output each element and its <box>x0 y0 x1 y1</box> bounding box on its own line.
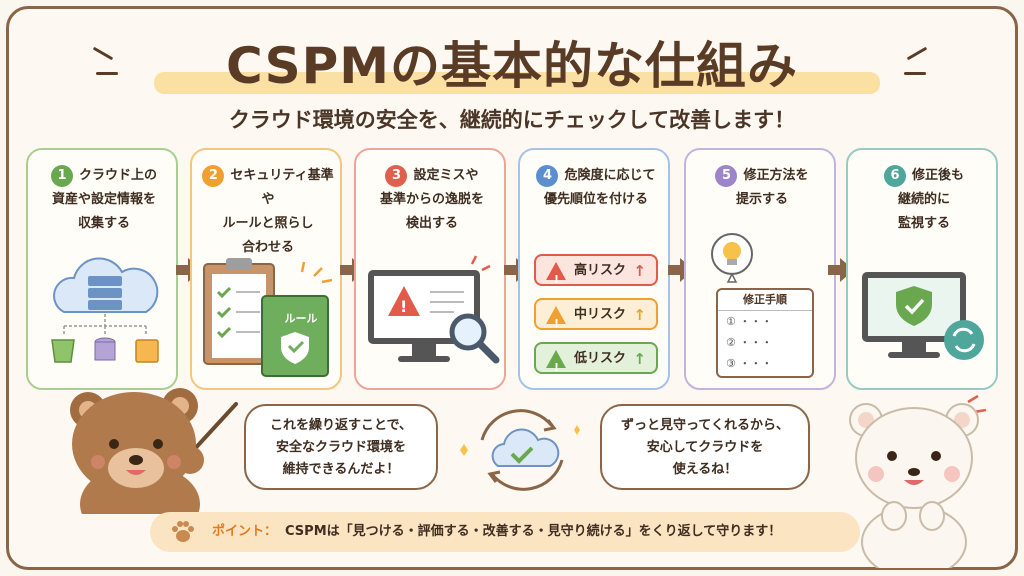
step-heading: 4 危険度に応じて 優先順位を付ける <box>526 164 666 212</box>
step-text: 監視する <box>897 216 950 231</box>
step-text: 継続的に <box>897 192 950 207</box>
step-number-badge: 6 <box>883 165 906 187</box>
paw-icon <box>172 521 194 542</box>
title-highlight <box>154 72 880 94</box>
bubble-text: 安心してクラウドを <box>646 440 764 455</box>
document-title: 修正手順 <box>718 290 812 311</box>
step-text: 優先順位を付ける <box>543 192 648 207</box>
speech-bubble-right: ずっと見守ってくれるから、 安心してクラウドを 使えるね！ <box>600 404 810 490</box>
document-list: ① ・・・ ② ・・・ ③ ・・・ <box>718 311 812 374</box>
bubble-text: 維持できるんだよ！ <box>282 462 400 477</box>
list-item: ① ・・・ <box>726 315 773 328</box>
sparkle-mark <box>96 72 118 75</box>
step-text: 提示する <box>735 192 788 207</box>
sparkle-mark <box>904 72 926 75</box>
svg-text:!: ! <box>400 297 407 316</box>
white-bear-icon <box>849 394 987 568</box>
step-text: 危険度に応じて <box>564 168 656 183</box>
step-heading: 1 クラウド上の 資産や設定情報を 収集する <box>34 164 174 236</box>
step-text: 修正後も <box>911 168 964 183</box>
warning-icon <box>546 350 566 383</box>
step-heading: 6 修正後も 継続的に 監視する <box>854 164 994 236</box>
cloud-server-icon <box>51 257 159 363</box>
monitor-shield-refresh-icon <box>862 272 984 360</box>
step-text: 収集する <box>77 216 130 231</box>
risk-label: 低リスク <box>574 351 627 366</box>
arrow-up-icon: ↑ <box>633 262 646 280</box>
speech-bubble-left: これを繰り返すことで、 安全なクラウド環境を 維持できるんだよ！ <box>244 404 438 490</box>
brown-bear-pointing-icon <box>70 388 238 514</box>
arrow-up-icon: ↑ <box>633 306 646 324</box>
bubble-text: ずっと見守ってくれるから、 <box>621 418 789 433</box>
cloud-cycle-icon <box>460 409 580 491</box>
step-card-6: 6 修正後も 継続的に 監視する <box>846 148 998 390</box>
warning-icon <box>546 262 566 295</box>
point-label: ポイント： <box>212 524 278 539</box>
step-text: 設定ミスや <box>413 168 479 183</box>
risk-label: 中リスク <box>574 307 627 322</box>
monitor-alert-magnifier-icon: ! <box>368 255 500 364</box>
arrow-up-icon: ↑ <box>633 350 646 368</box>
warning-icon <box>546 306 566 339</box>
rule-book-label: ルール <box>284 312 318 325</box>
step-text: セキュリティ基準や <box>230 168 334 207</box>
page-subtitle: クラウド環境の安全を、継続的にチェックして改善します！ <box>228 108 796 132</box>
risk-badge-high: 高リスク ↑ <box>534 254 658 295</box>
step-number-badge: 4 <box>536 165 559 187</box>
step-card-1: 1 クラウド上の 資産や設定情報を 収集する <box>26 148 178 390</box>
step-number-badge: 5 <box>715 165 738 187</box>
step-text: 修正方法を <box>743 168 809 183</box>
step-text: 合わせる <box>241 240 294 255</box>
list-item: ② ・・・ <box>726 336 773 349</box>
risk-label: 高リスク <box>574 263 627 278</box>
point-banner: ポイント： CSPMは「見つける・評価する・改善する・見守り続ける」をくり返して守… <box>150 512 860 552</box>
step-text: クラウド上の <box>78 168 157 183</box>
step-heading: 3 設定ミスや 基準からの逸脱を 検出する <box>362 164 502 236</box>
step-number-badge: 2 <box>202 165 225 187</box>
lightbulb-icon <box>711 233 753 283</box>
clipboard-checklist-icon <box>203 258 333 377</box>
step-text: ルールと照らし <box>222 216 314 231</box>
step-heading: 5 修正方法を 提示する <box>692 164 832 212</box>
step-card-3: 3 設定ミスや 基準からの逸脱を 検出する ! <box>354 148 506 390</box>
step-card-4: 4 危険度に応じて 優先順位を付ける 高リスク ↑ 中リスク ↑ 低リスク ↑ <box>518 148 670 390</box>
risk-badge-low: 低リスク ↑ <box>534 342 658 383</box>
step-text: 基準からの逸脱を <box>379 192 484 207</box>
page-title: CSPMの基本的な仕組み <box>225 37 799 95</box>
risk-badge-medium: 中リスク ↑ <box>534 298 658 339</box>
step-number-badge: 3 <box>385 165 408 187</box>
bubble-text: 使えるね！ <box>672 462 738 477</box>
bubble-text: 安全なクラウド環境を <box>275 440 406 455</box>
step-number-badge: 1 <box>50 165 73 187</box>
step-card-5: 5 修正方法を 提示する 修正手順 ① ・・・ ② ・・・ ③ ・・・ <box>684 148 836 390</box>
point-text: CSPMは「見つける・評価する・改善する・見守り続ける」をくり返して守ります！ <box>285 524 782 539</box>
bubble-text: これを繰り返すことで、 <box>269 418 413 433</box>
fix-procedure-document: 修正手順 ① ・・・ ② ・・・ ③ ・・・ <box>716 288 814 378</box>
list-item: ③ ・・・ <box>726 357 773 370</box>
step-text: 検出する <box>405 216 458 231</box>
step-text: 資産や設定情報を <box>51 192 156 207</box>
